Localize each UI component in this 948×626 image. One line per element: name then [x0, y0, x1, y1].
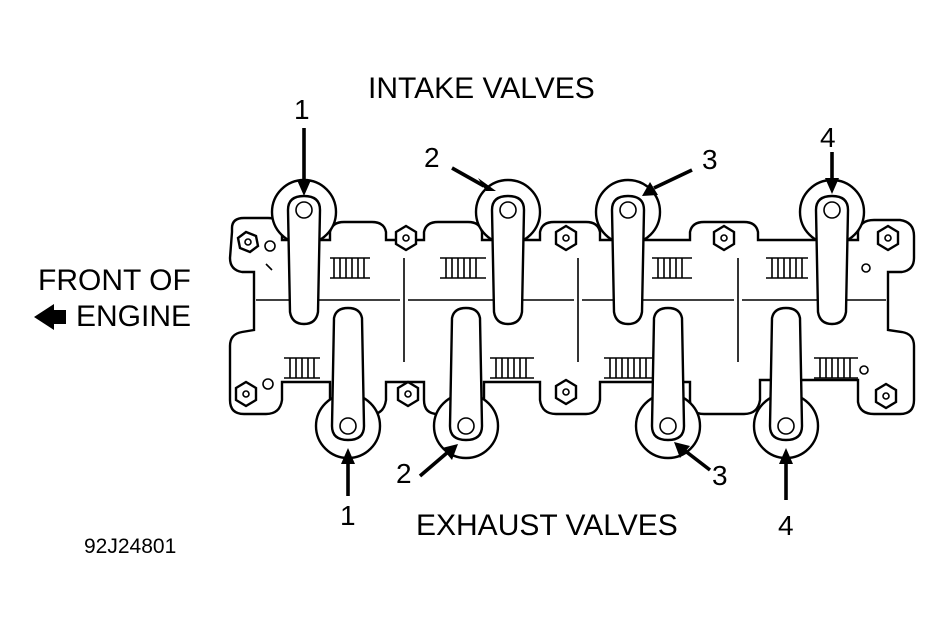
intake-valve-number: 3: [702, 144, 718, 175]
front-of-engine-label-line1: FRONT OF: [38, 264, 191, 297]
exhaust-valve-number: 3: [712, 460, 728, 491]
exhaust-rocker-arms: [314, 306, 820, 460]
intake-valve-number: 4: [820, 122, 836, 153]
intake-valve-number: 2: [424, 142, 440, 173]
exhaust-leader-arrows: [341, 442, 793, 500]
exhaust-valve-number: 4: [778, 510, 794, 541]
exhaust-valve-number: 1: [340, 500, 356, 531]
left-arrow-icon: [34, 304, 66, 330]
intake-valves-title: INTAKE VALVES: [368, 72, 595, 105]
figure-id: 92J24801: [84, 535, 177, 558]
bracket-bolts: [234, 224, 900, 410]
front-of-engine-label-line2: ENGINE: [76, 300, 192, 333]
intake-leader-arrows: [297, 128, 839, 196]
intake-valve-number: 1: [294, 94, 310, 125]
exhaust-valve-number: 2: [396, 458, 412, 489]
intake-rocker-arms: [270, 178, 866, 326]
shaft-springs: [284, 257, 858, 379]
exhaust-valves-title: EXHAUST VALVES: [416, 509, 678, 542]
